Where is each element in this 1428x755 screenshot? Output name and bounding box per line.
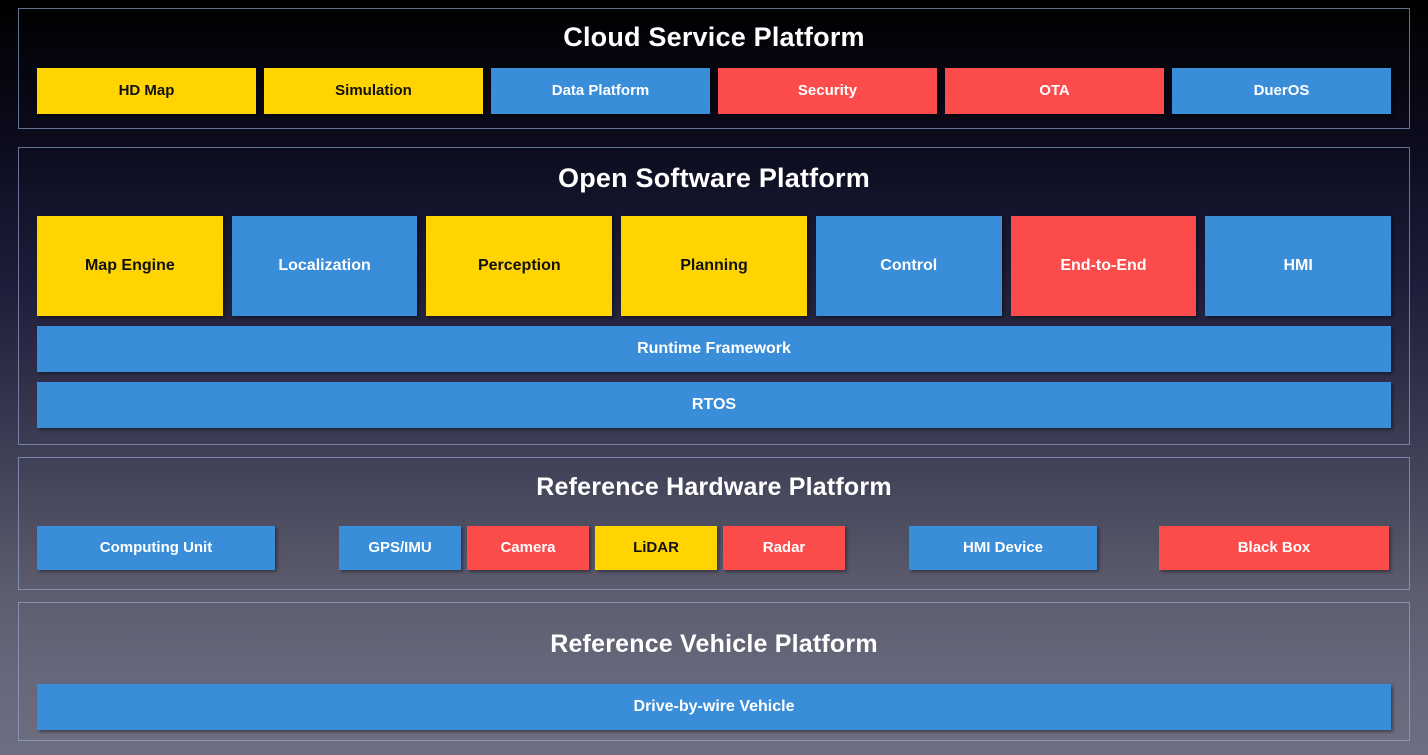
block-hmi-device[interactable]: HMI Device xyxy=(909,525,1097,570)
block-dueros[interactable]: DuerOS xyxy=(1172,68,1391,114)
layer-reference-vehicle-platform: Reference Vehicle Platform Drive-by-wire… xyxy=(18,602,1410,741)
block-row-runtime-framework: Runtime Framework xyxy=(19,326,1409,373)
layer-title-open-software-platform: Open Software Platform xyxy=(558,163,870,194)
block-simulation[interactable]: Simulation xyxy=(264,68,483,114)
block-security[interactable]: Security xyxy=(718,68,937,114)
block-camera[interactable]: Camera xyxy=(467,525,589,570)
layer-title-reference-vehicle-platform: Reference Vehicle Platform xyxy=(550,630,878,658)
block-localization[interactable]: Localization xyxy=(231,216,418,317)
block-perception[interactable]: Perception xyxy=(426,216,613,317)
layer-title-reference-hardware-platform: Reference Hardware Platform xyxy=(536,472,892,501)
block-rtos[interactable]: RTOS xyxy=(37,382,1391,429)
block-drive-by-wire-vehicle[interactable]: Drive-by-wire Vehicle xyxy=(37,684,1391,730)
block-data-platform[interactable]: Data Platform xyxy=(491,68,710,114)
block-hd-map[interactable]: HD Map xyxy=(37,68,256,114)
block-lidar[interactable]: LiDAR xyxy=(595,525,717,570)
block-radar[interactable]: Radar xyxy=(723,525,845,570)
block-black-box[interactable]: Black Box xyxy=(1159,525,1389,570)
layer-reference-hardware-platform: Reference Hardware Platform Computing Un… xyxy=(18,456,1410,590)
layer-title-cloud-service-platform: Cloud Service Platform xyxy=(563,22,865,52)
block-row-rtos: RTOS xyxy=(19,382,1409,429)
block-computing-unit[interactable]: Computing Unit xyxy=(37,525,275,570)
block-ota[interactable]: OTA xyxy=(945,68,1164,114)
block-map-engine[interactable]: Map Engine xyxy=(37,216,223,317)
block-gps-imu[interactable]: GPS/IMU xyxy=(339,525,461,570)
block-control[interactable]: Control xyxy=(815,216,1002,317)
block-runtime-framework[interactable]: Runtime Framework xyxy=(37,326,1391,373)
block-planning[interactable]: Planning xyxy=(621,216,807,317)
block-end-to-end[interactable]: End-to-End xyxy=(1010,216,1197,317)
block-row-vehicle: Drive-by-wire Vehicle xyxy=(19,684,1409,730)
block-hmi[interactable]: HMI xyxy=(1205,216,1392,317)
